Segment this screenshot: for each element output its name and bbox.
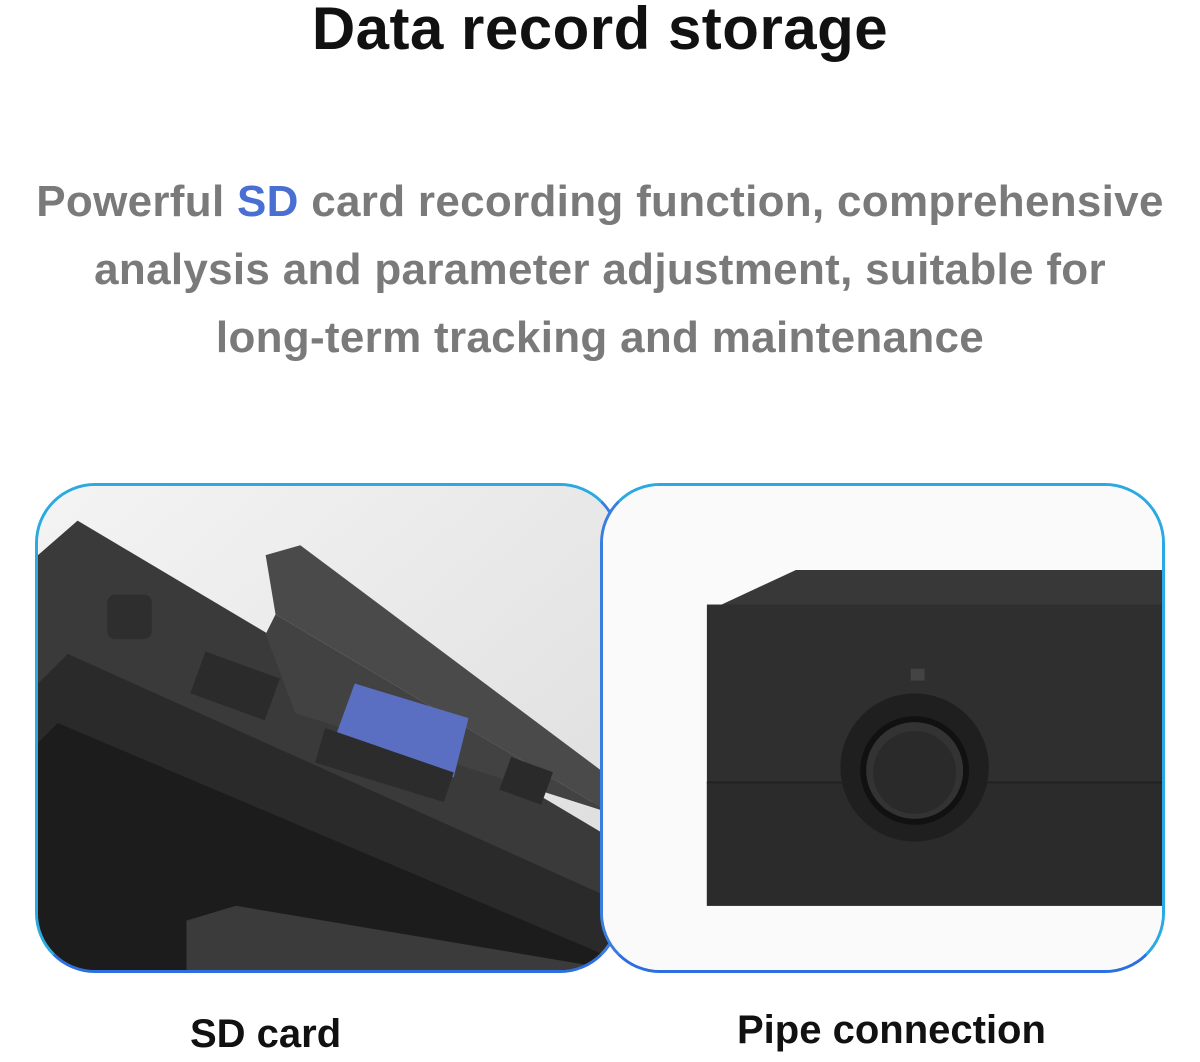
- pipe-connection-photo: [600, 483, 1165, 973]
- pipe-connector-device-illustration: [603, 486, 1162, 970]
- page-title: Data record storage: [311, 0, 889, 62]
- description-prefix: Powerful: [36, 177, 237, 226]
- description-line-2: analysis and parameter adjustment, suita…: [94, 245, 1106, 294]
- description-line-1: Powerful SD card recording function, com…: [0, 168, 1200, 236]
- description-line-1-rest: card recording function, comprehensive: [298, 177, 1164, 226]
- pipe-connection-caption: Pipe connection: [737, 1008, 1046, 1052]
- sd-card-photo: [35, 483, 620, 973]
- sd-card: [334, 683, 469, 778]
- sd-card-device-illustration: [38, 486, 617, 970]
- sd-highlight: SD: [237, 177, 299, 226]
- description: Powerful SD card recording function, com…: [0, 168, 1200, 372]
- sd-card-caption: SD card: [190, 1012, 342, 1056]
- description-line-3: long-term tracking and maintenance: [215, 313, 985, 362]
